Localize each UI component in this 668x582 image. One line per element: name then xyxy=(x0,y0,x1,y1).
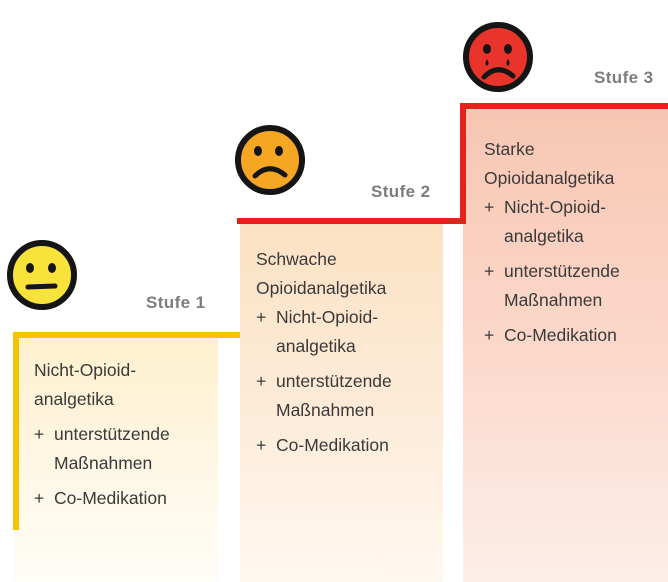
step-3-item: + Nicht-Opioid- analgetika xyxy=(484,193,664,251)
step-2-text: Schwache Opioidanalgetika + Nicht-Opioid-… xyxy=(256,245,441,460)
plus-sign: + xyxy=(256,307,267,327)
step-1-item-text: unterstützende xyxy=(54,424,170,444)
step-2-item-text: Nicht-Opioid- xyxy=(276,307,379,327)
step-3-heading-line: Starke xyxy=(484,139,535,159)
step-3-text: Starke Opioidanalgetika + Nicht-Opioid- a… xyxy=(484,135,664,350)
plus-sign: + xyxy=(256,371,267,391)
step-2-item-text: Co-Medikation xyxy=(276,435,389,455)
step-2-3-line xyxy=(237,103,668,224)
step-3-item: + Co-Medikation xyxy=(484,321,664,350)
step-2-column xyxy=(240,221,443,582)
step-3-item: + unterstützende Maßnahmen xyxy=(484,257,664,315)
step-2-heading-line: Schwache xyxy=(256,249,337,269)
step-2-item: + Nicht-Opioid- analgetika xyxy=(256,303,441,361)
plus-sign: + xyxy=(484,261,495,281)
step-1-line xyxy=(13,332,240,530)
step-3-item-text: Co-Medikation xyxy=(504,325,617,345)
step-2-item: + Co-Medikation xyxy=(256,431,441,460)
step-2-label: Stufe 2 xyxy=(371,182,431,201)
step-2-heading-line: Opioidanalgetika xyxy=(256,278,387,298)
sad-face-icon xyxy=(235,125,305,195)
step-1-item-text: Maßnahmen xyxy=(54,453,153,473)
step-2-item: + unterstützende Maßnahmen xyxy=(256,367,441,425)
step-2-item-text: analgetika xyxy=(276,336,356,356)
plus-sign: + xyxy=(34,488,45,508)
step-1-text: Nicht-Opioid- analgetika + unterstützende… xyxy=(34,356,214,513)
step-3-item-text: Nicht-Opioid- xyxy=(504,197,607,217)
plus-sign: + xyxy=(484,325,495,345)
step-1-item-text: Co-Medikation xyxy=(54,488,167,508)
step-3-label: Stufe 3 xyxy=(594,68,654,87)
step-3-heading-line: Opioidanalgetika xyxy=(484,168,615,188)
neutral-face-icon xyxy=(7,240,77,310)
step-2-item-text: Maßnahmen xyxy=(276,400,375,420)
step-1-label: Stufe 1 xyxy=(146,293,206,312)
plus-sign: + xyxy=(484,197,495,217)
step-1-item: + Co-Medikation xyxy=(34,484,214,513)
step-3-item-text: unterstützende xyxy=(504,261,620,281)
plus-sign: + xyxy=(256,435,267,455)
step-1-column xyxy=(14,332,218,582)
step-3-item-text: analgetika xyxy=(504,226,584,246)
step-3-column xyxy=(463,106,668,582)
step-1-item: + unterstützende Maßnahmen xyxy=(34,420,214,478)
crying-face-icon xyxy=(463,22,533,92)
step-1-heading-line: Nicht-Opioid- xyxy=(34,360,137,380)
step-1-heading-line: analgetika xyxy=(34,389,114,409)
step-2-item-text: unterstützende xyxy=(276,371,392,391)
step-3-item-text: Maßnahmen xyxy=(504,290,603,310)
plus-sign: + xyxy=(34,424,45,444)
